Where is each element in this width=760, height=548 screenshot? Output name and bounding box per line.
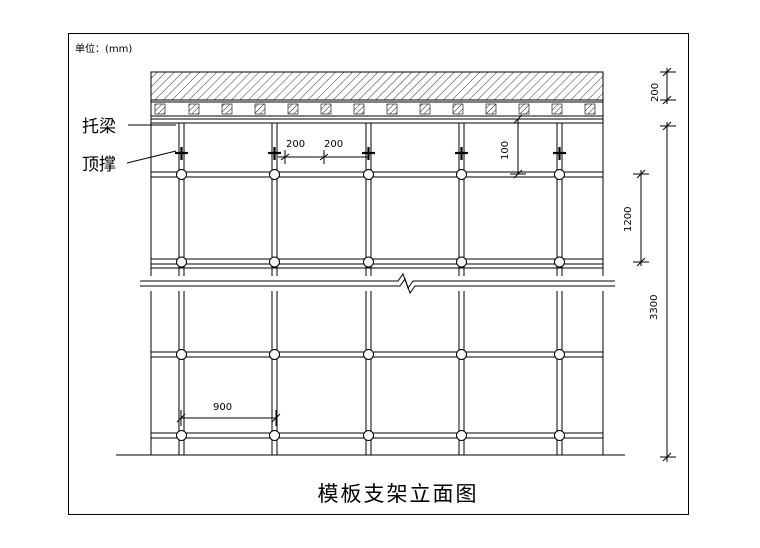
pole-joints	[176, 169, 565, 441]
dim-bay-label: 900	[213, 402, 232, 413]
drawing-frame	[68, 33, 689, 515]
top-jacks	[175, 147, 566, 160]
dim-step-label: 1200	[623, 207, 634, 232]
label-tuoliang: 托梁	[82, 117, 116, 137]
dim-slab-label: 200	[650, 83, 661, 102]
dim-slab	[660, 67, 676, 105]
figure-caption: 模板支架立面图	[317, 482, 479, 506]
dim-step	[633, 169, 649, 267]
unit-label: 单位：(mm)	[75, 44, 133, 55]
joist-layer	[150, 101, 604, 117]
dim-top-gap	[510, 114, 526, 179]
dim-total	[660, 121, 676, 462]
horizontal-ledgers	[151, 171, 603, 439]
dim-total-label: 3300	[649, 295, 660, 320]
dim-spacing-b: 200	[324, 139, 343, 150]
dim-jack-spacing	[278, 150, 368, 164]
support-beam	[151, 118, 603, 124]
label-dingcheng: 顶撑	[82, 155, 116, 175]
dingcheng-leader	[126, 150, 177, 164]
dim-top-gap-label: 100	[500, 141, 511, 160]
dim-spacing-a: 200	[286, 139, 305, 150]
break-line	[140, 272, 615, 295]
dim-bay	[176, 410, 281, 426]
concrete-slab	[150, 71, 604, 101]
